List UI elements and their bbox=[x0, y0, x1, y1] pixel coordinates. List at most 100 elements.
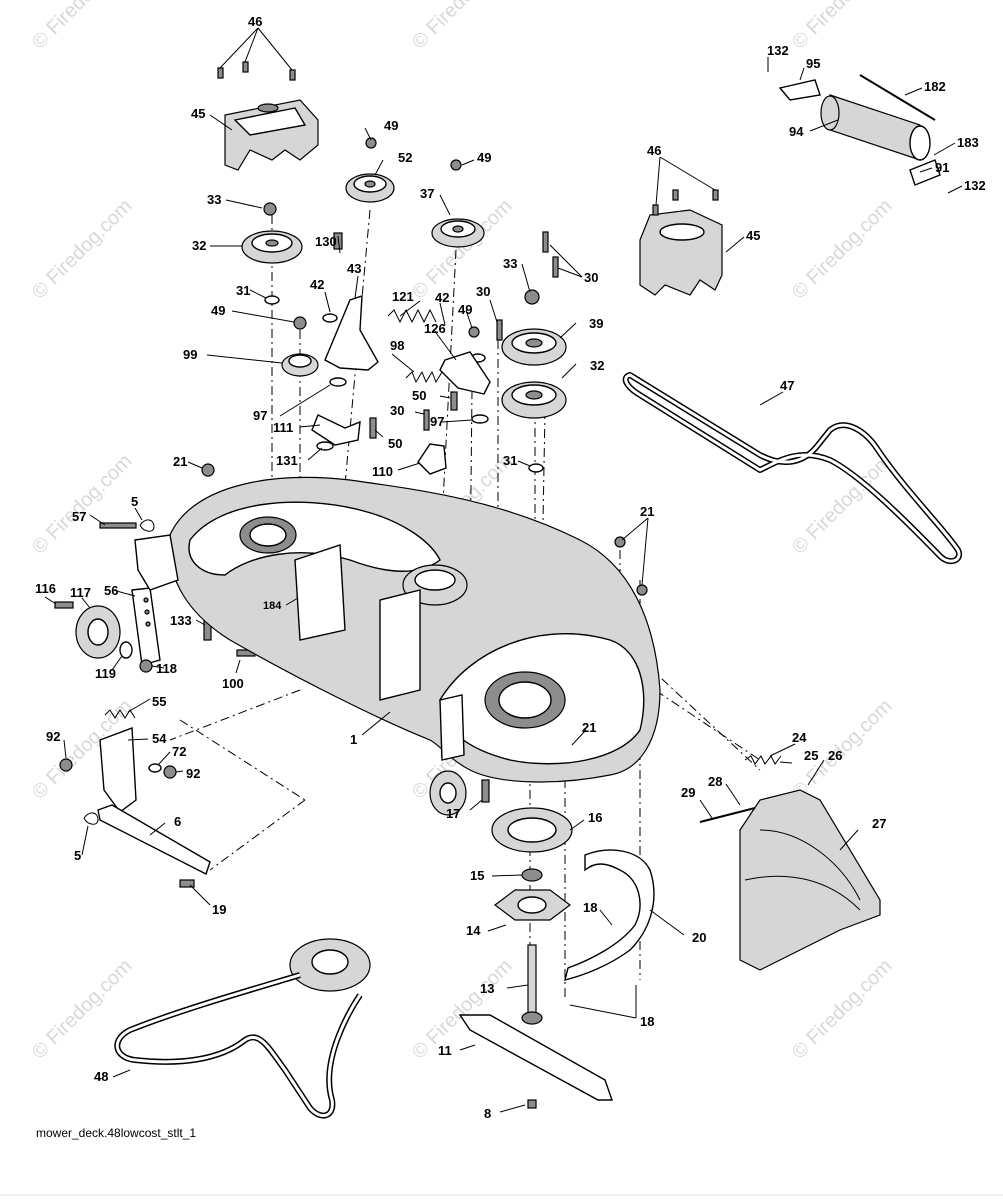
label-98: 98 bbox=[390, 338, 404, 353]
pin-57 bbox=[99, 522, 137, 529]
pulley-37 bbox=[431, 218, 485, 248]
watermark: © Firedog.com bbox=[28, 450, 137, 559]
pulley-52 bbox=[345, 173, 395, 203]
bracket-111 bbox=[311, 414, 361, 446]
label-49: 49 bbox=[211, 303, 225, 318]
label-43: 43 bbox=[347, 261, 361, 276]
label-27: 27 bbox=[872, 816, 886, 831]
belt-cover-right bbox=[639, 209, 723, 296]
label-100: 100 bbox=[222, 676, 244, 691]
label-30: 30 bbox=[584, 270, 598, 285]
chute-spring-25 bbox=[744, 755, 782, 765]
label-13: 13 bbox=[480, 981, 494, 996]
spring-121 bbox=[387, 308, 437, 324]
label-55: 55 bbox=[152, 694, 166, 709]
label-117: 117 bbox=[70, 585, 91, 600]
idler-arm-43 bbox=[324, 295, 379, 371]
label-5: 5 bbox=[131, 494, 138, 509]
watermark: © Firedog.com bbox=[408, 0, 517, 54]
screws-46-right bbox=[652, 189, 719, 216]
label-49: 49 bbox=[458, 302, 472, 317]
height-adjust-bracket bbox=[59, 709, 177, 813]
screws-46-left bbox=[217, 61, 296, 81]
pulley-32-left bbox=[241, 230, 303, 264]
label-126: 126 bbox=[424, 321, 446, 336]
hanger-bracket-57 bbox=[134, 534, 179, 591]
label-121: 121 bbox=[392, 289, 414, 304]
label-8: 8 bbox=[484, 1106, 491, 1121]
washer-119 bbox=[119, 641, 133, 659]
label-92: 92 bbox=[46, 729, 60, 744]
label-54: 54 bbox=[152, 731, 167, 746]
label-42: 42 bbox=[310, 277, 324, 292]
label-72: 72 bbox=[172, 744, 186, 759]
pulley-39 bbox=[501, 328, 567, 366]
label-95: 95 bbox=[806, 56, 820, 71]
bracket-110 bbox=[417, 443, 447, 475]
label-21: 21 bbox=[640, 504, 654, 519]
watermark: © Firedog.com bbox=[788, 0, 897, 54]
left-bracket-56 bbox=[131, 587, 161, 666]
bolt-116 bbox=[54, 601, 74, 609]
label-49: 49 bbox=[384, 118, 398, 133]
watermark: © Firedog.com bbox=[788, 195, 897, 304]
label-29: 29 bbox=[681, 785, 695, 800]
label-14: 14 bbox=[466, 923, 481, 938]
label-1: 1 bbox=[350, 732, 357, 747]
label-16: 16 bbox=[588, 810, 602, 825]
spindle-shaft-13 bbox=[521, 944, 543, 1025]
label-32: 32 bbox=[590, 358, 604, 373]
label-49: 49 bbox=[477, 150, 491, 165]
label-19: 19 bbox=[212, 902, 226, 917]
gauge-wheel-deck bbox=[429, 770, 467, 816]
label-130: 130 bbox=[315, 234, 337, 249]
discharge-chute-27 bbox=[739, 789, 881, 971]
label-110: 110 bbox=[372, 464, 393, 479]
label-45: 45 bbox=[191, 106, 205, 121]
label-21: 21 bbox=[582, 720, 596, 735]
watermark: © Firedog.com bbox=[408, 195, 517, 304]
spring-98 bbox=[405, 370, 443, 384]
label-91: 91 bbox=[935, 160, 949, 175]
leader-lines bbox=[44, 27, 963, 1113]
label-30: 30 bbox=[390, 403, 404, 418]
label-99: 99 bbox=[183, 347, 197, 362]
label-33: 33 bbox=[503, 256, 517, 271]
diagram-caption: mower_deck.48lowcost_stlt_1 bbox=[36, 1126, 196, 1140]
label-97: 97 bbox=[253, 408, 267, 423]
watermark: © Firedog.com bbox=[28, 195, 137, 304]
label-28: 28 bbox=[708, 774, 722, 789]
label-46: 46 bbox=[248, 14, 262, 29]
label-118: 118 bbox=[156, 661, 177, 676]
label-30: 30 bbox=[476, 284, 490, 299]
spindle-housing-14 bbox=[494, 889, 571, 921]
label-94: 94 bbox=[789, 124, 804, 139]
label-47: 47 bbox=[780, 378, 794, 393]
watermark: © Firedog.com bbox=[788, 955, 897, 1064]
label-97: 97 bbox=[430, 414, 444, 429]
chute-rod-29 bbox=[699, 807, 756, 823]
part-labels: 46 45 49 52 49 33 37 32 130 33 30 42 43 … bbox=[35, 14, 986, 1121]
label-50: 50 bbox=[412, 388, 426, 403]
idler-arm-126 bbox=[439, 351, 491, 395]
label-182: 182 bbox=[924, 79, 946, 94]
label-21: 21 bbox=[173, 454, 187, 469]
label-57: 57 bbox=[72, 509, 86, 524]
label-45: 45 bbox=[746, 228, 760, 243]
label-24: 24 bbox=[792, 730, 807, 745]
label-116: 116 bbox=[35, 581, 56, 596]
label-37: 37 bbox=[420, 186, 434, 201]
label-25: 25 bbox=[804, 748, 818, 763]
baffle-20 bbox=[564, 849, 655, 981]
label-132: 132 bbox=[964, 178, 986, 193]
label-131: 131 bbox=[276, 453, 298, 468]
pulley-99 bbox=[281, 353, 319, 377]
label-132: 132 bbox=[767, 43, 789, 58]
bearing-15 bbox=[521, 868, 543, 882]
label-17: 17 bbox=[446, 806, 460, 821]
label-42: 42 bbox=[435, 290, 449, 305]
label-52: 52 bbox=[398, 150, 412, 165]
gauge-wheel-117 bbox=[75, 605, 121, 659]
nut-118 bbox=[139, 659, 153, 673]
